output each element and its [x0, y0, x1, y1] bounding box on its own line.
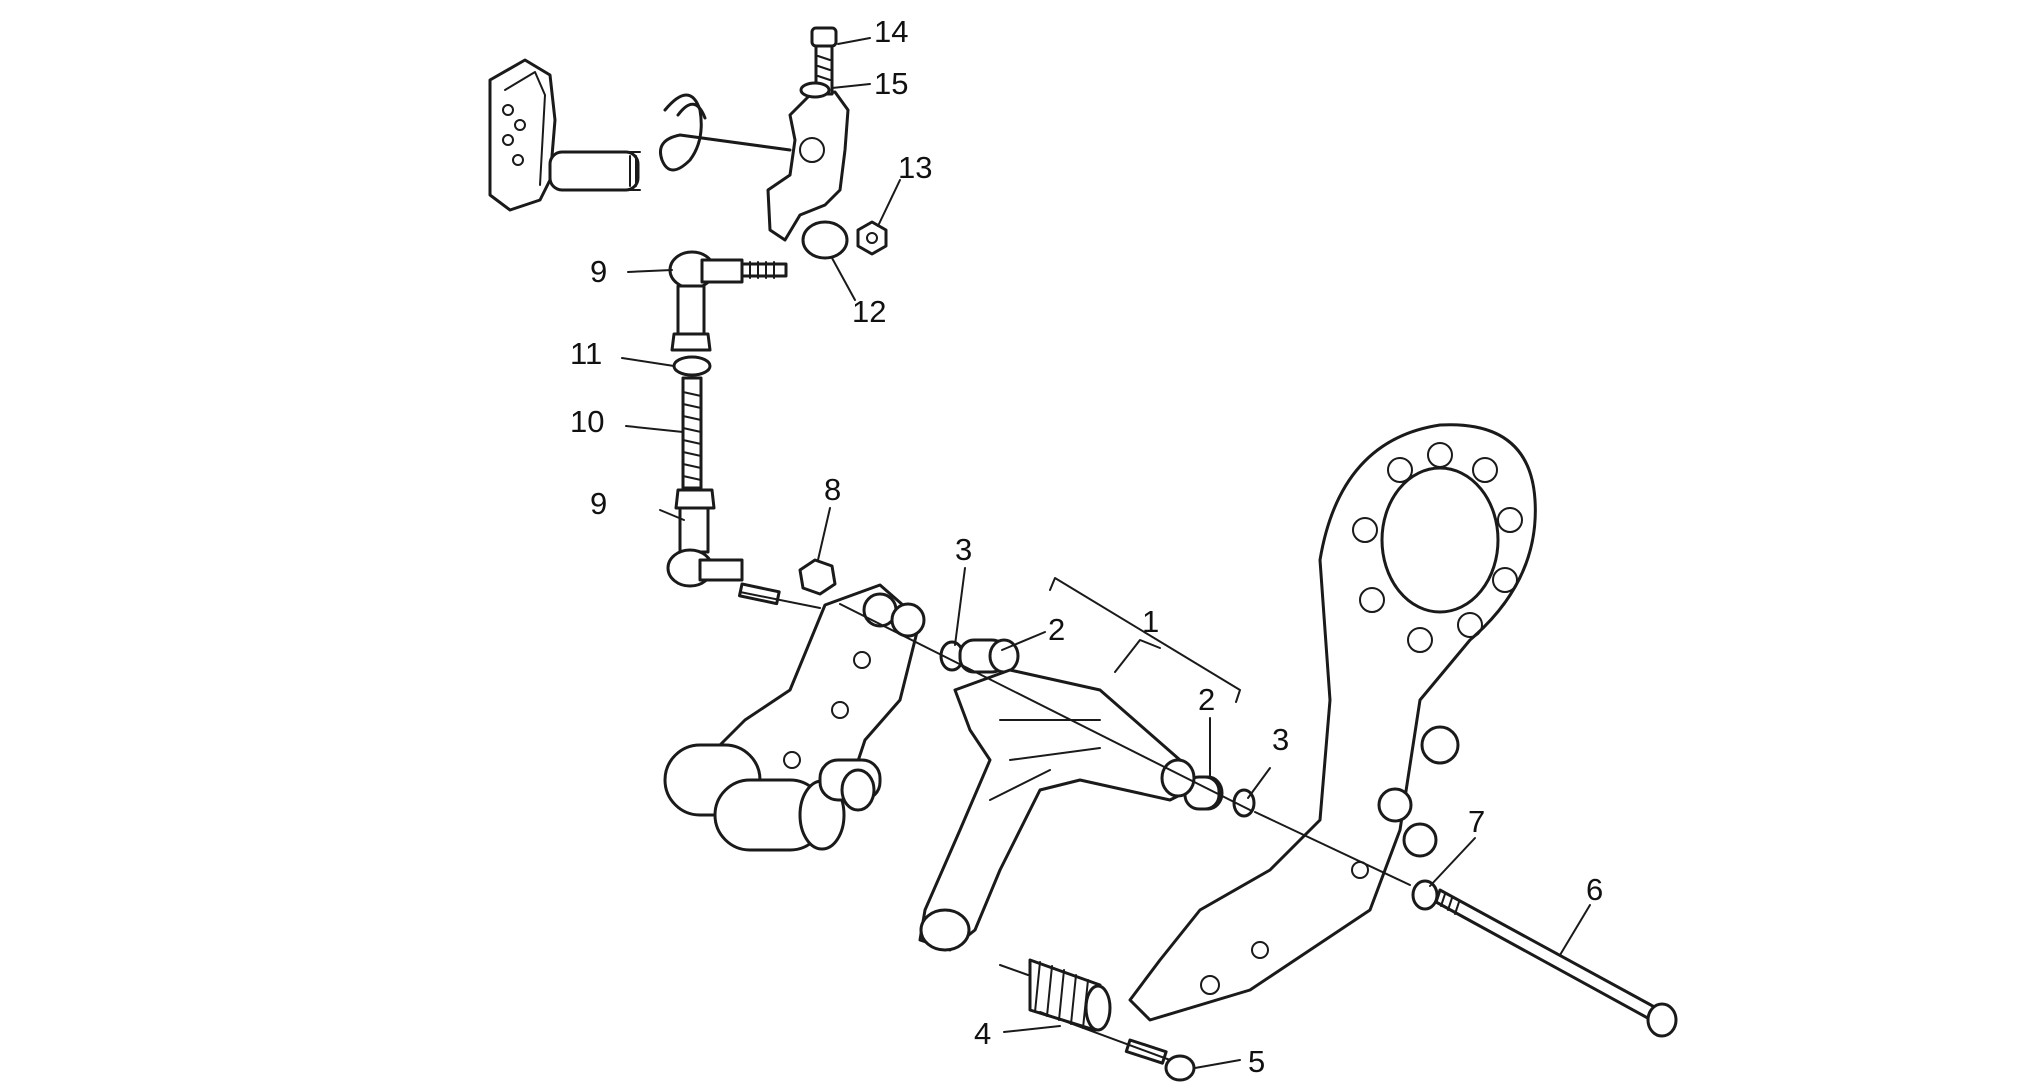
callout-9-upper: 9: [590, 254, 607, 289]
ball-joint-upper: [668, 250, 788, 352]
callout-6: 6: [1586, 872, 1603, 907]
washer-7: [1411, 879, 1439, 911]
shift-bracket: [766, 90, 850, 260]
callout-9-lower: 9: [590, 486, 607, 521]
long-bolt-6: [1434, 888, 1678, 1038]
callout-2-upper: 2: [1048, 612, 1065, 647]
callout-2-lower: 2: [1198, 682, 1215, 717]
callout-1: 1: [1142, 604, 1159, 639]
link-arm: [918, 668, 1196, 952]
mounting-plate: [1128, 423, 1537, 1022]
callout-labels: 1 2 2 3 3 4 5 6 7 8 9 9 10 11 12 13 14 1…: [570, 14, 1603, 1079]
nut-8: [798, 558, 837, 596]
callout-4: 4: [974, 1016, 991, 1051]
pedal-lever: [663, 583, 926, 852]
callout-8: 8: [824, 472, 841, 507]
group-bracket-1: [1049, 577, 1241, 703]
callout-3-lower: 3: [1272, 722, 1289, 757]
callout-15: 15: [874, 66, 908, 101]
callout-7: 7: [1468, 804, 1485, 839]
spring-4: [1028, 958, 1112, 1032]
callout-13: 13: [898, 150, 932, 185]
callout-3-upper: 3: [955, 532, 972, 567]
spring-clip: [659, 93, 792, 172]
nut-11: [672, 355, 712, 377]
callout-5: 5: [1248, 1044, 1265, 1079]
ball-joint-lower: [666, 488, 781, 606]
callout-11: 11: [570, 336, 602, 371]
washer-15: [799, 81, 831, 99]
callout-10: 10: [570, 404, 604, 439]
nut-13: [856, 220, 888, 256]
callout-12: 12: [852, 294, 886, 329]
axis-lines: [739, 591, 1411, 1061]
shift-lever-assembly: [488, 58, 641, 212]
callout-14: 14: [874, 14, 908, 49]
leader-lines: [621, 37, 1591, 1069]
threaded-rod-10: [681, 376, 703, 490]
bolt-5: [1124, 1038, 1196, 1082]
